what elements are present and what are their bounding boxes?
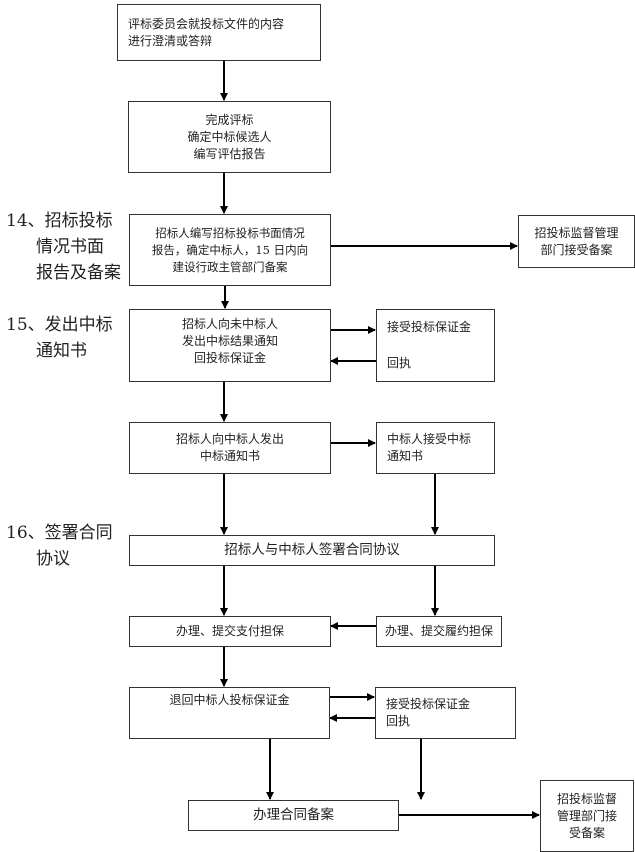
box-text: 回投标保证金 [193,351,266,365]
step-14-label: 14、招标投标 情况书面 报告及备案 [6,208,121,286]
box-complete-eval: 完成评标 确定中标候选人 编写评估报告 [128,101,331,173]
box-text: 中标通知书 [199,449,260,463]
box-text: 招标人向中标人发出 [175,432,284,446]
box-text: 受备案 [568,825,605,840]
box-winner-accepts: 中标人接受中标 通知书 [376,422,495,474]
box-contract-filing: 办理合同备案 [188,800,399,831]
box-text: 中标人接受中标 [387,432,472,446]
step-16-label: 16、签署合同 协议 [6,520,113,572]
box-text: 通知书 [387,449,424,463]
box-text: 部门接受备案 [540,242,613,257]
step-text: 报告及备案 [36,263,121,283]
box-sign-contract: 招标人与中标人签署合同协议 [129,535,495,566]
box-text: 招标人与中标人签署合同协议 [224,542,400,558]
step-number: 16、 [6,523,45,543]
box-text: 招投标监督 [556,791,617,806]
box-text: 招标人编写招标投标书面情况 [155,225,305,240]
box-text: 接受投标保证金 [386,697,471,711]
box-text: 管理部门接 [556,808,617,823]
box-accept-deposit-1: 接受投标保证金 回执 [376,309,495,382]
box-notify-winner: 招标人向中标人发出 中标通知书 [129,422,331,474]
box-text: 办理、提交支付担保 [175,624,284,638]
box-payment-guarantee: 办理、提交支付担保 [129,616,331,647]
step-number: 15、 [6,315,45,335]
box-text: 回执 [386,714,411,728]
box-text: 回执 [387,355,412,370]
box-text: 确定中标候选人 [187,129,272,144]
box-notify-losers: 招标人向未中标人 发出中标结果通知 回投标保证金 [129,309,331,382]
box-text: 办理、提交履约担保 [384,624,493,638]
box-text: 接受投标保证金 [387,320,472,335]
step-number: 14、 [6,211,45,231]
box-text: 进行澄清或答辩 [128,33,213,48]
box-supervision-1: 招投标监督管理 部门接受备案 [518,215,635,268]
box-text: 招投标监督管理 [534,225,619,240]
box-text: 发出中标结果通知 [181,334,278,348]
box-text: 退回中标人投标保证金 [169,693,290,707]
box-accept-deposit-2: 接受投标保证金 回执 [375,687,516,739]
step-text: 签署合同 [44,523,113,543]
box-text: 报告，确定中标人，15 日内向 [151,242,309,257]
step-text: 通知书 [36,341,87,361]
box-text: 招标人向未中标人 [181,317,278,331]
box-text: 评标委员会就投标文件的内容 [128,16,285,31]
box-text: 办理合同备案 [253,807,334,823]
step-text: 招标投标 [44,211,113,231]
box-text: 完成评标 [205,112,254,127]
step-text: 发出中标 [44,315,113,335]
step-text: 情况书面 [36,237,104,257]
step-15-label: 15、发出中标 通知书 [6,312,113,364]
box-report: 招标人编写招标投标书面情况 报告，确定中标人，15 日内向 建设行政主管部门备案 [129,214,331,286]
box-text: 编写评估报告 [193,146,266,161]
box-supervision-2: 招投标监督 管理部门接 受备案 [540,780,634,852]
box-clarify: 评标委员会就投标文件的内容 进行澄清或答辩 [117,4,321,61]
step-text: 协议 [36,549,70,569]
box-performance-guarantee: 办理、提交履约担保 [376,616,502,647]
box-refund-deposit: 退回中标人投标保证金 [129,687,330,739]
box-text: 建设行政主管部门备案 [172,259,288,274]
